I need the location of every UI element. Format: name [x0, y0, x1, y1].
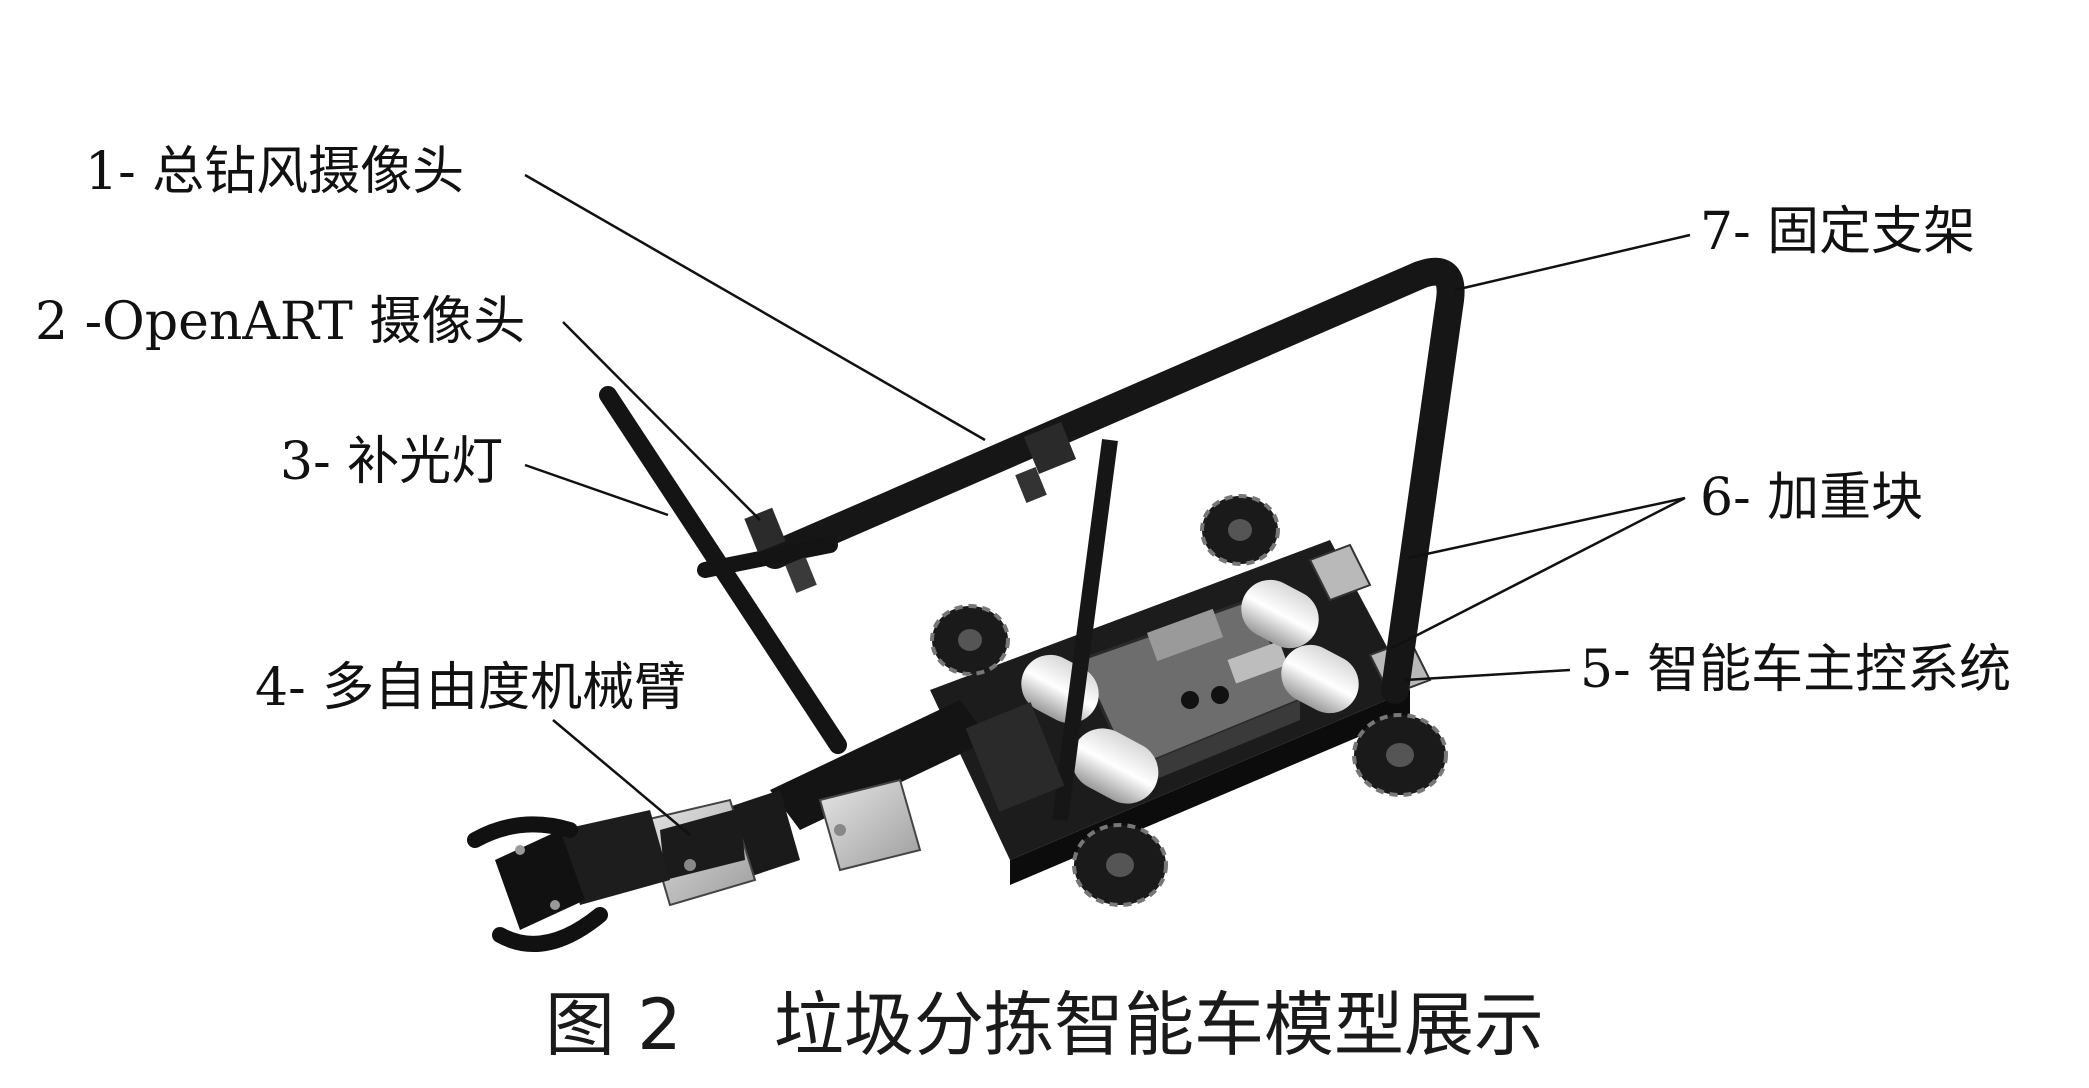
leader-7 — [1454, 233, 1691, 292]
label-mic-camera: 1- 总钻风摄像头 — [85, 142, 465, 202]
label-robot-arm: 4- 多自由度机械臂 — [255, 658, 687, 718]
leader-6b — [1391, 496, 1686, 650]
label-fixed-bracket: 7- 固定支架 — [1700, 202, 1976, 262]
figure-caption: 图 2 垃圾分拣智能车模型展示 — [544, 984, 1545, 1066]
leader-lines — [524, 173, 1691, 836]
leader-4 — [552, 719, 691, 836]
leader-3 — [524, 463, 669, 517]
main-control-board — [1077, 598, 1303, 790]
leader-6a — [1407, 496, 1686, 560]
mecanum-wheels — [930, 494, 1448, 907]
label-openart-camera: 2 -OpenART 摄像头 — [35, 292, 526, 352]
robot-arm — [467, 700, 1065, 952]
label-fill-light: 3- 补光灯 — [280, 432, 504, 492]
t-bar-assembly — [599, 386, 847, 754]
label-main-control: 5- 智能车主控系统 — [1580, 640, 2012, 700]
fixed-bracket — [761, 257, 1465, 822]
leader-5 — [1404, 668, 1571, 682]
leader-1 — [524, 173, 986, 442]
leader-2 — [562, 321, 761, 521]
label-weight-block: 6- 加重块 — [1700, 468, 1924, 528]
